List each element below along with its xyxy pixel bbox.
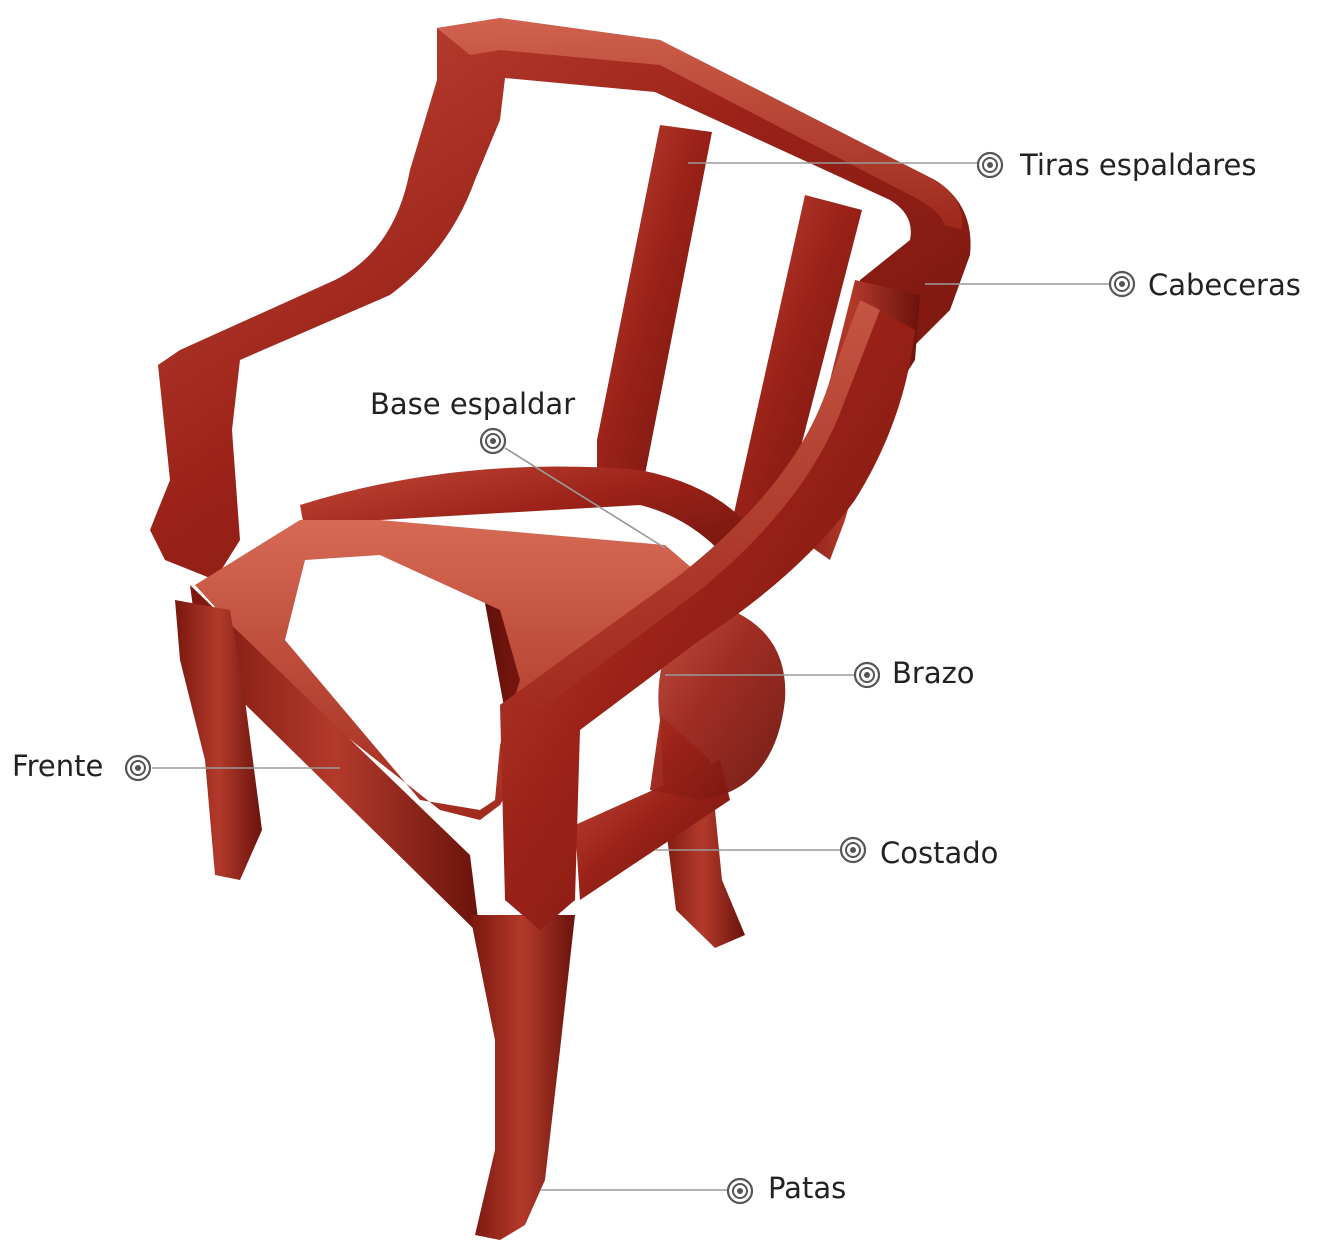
label-brazo: Brazo xyxy=(892,656,975,690)
marker-patas xyxy=(728,1179,752,1203)
label-frente: Frente xyxy=(12,749,103,783)
marker-base-espaldar xyxy=(481,429,505,453)
backrest-slat-left xyxy=(597,125,712,505)
marker-frente xyxy=(126,756,150,780)
label-patas: Patas xyxy=(768,1171,846,1205)
marker-tiras-espaldares xyxy=(978,153,1002,177)
label-tiras-espaldares: Tiras espaldares xyxy=(1019,148,1257,182)
crest-rail-top-face xyxy=(437,18,962,230)
front-leg-right xyxy=(470,915,575,1240)
marker-brazo xyxy=(855,663,879,687)
label-costado: Costado xyxy=(880,836,998,870)
chair-illustration xyxy=(150,18,971,1240)
label-cabeceras: Cabeceras xyxy=(1148,268,1301,302)
label-base-espaldar: Base espaldar xyxy=(370,387,575,421)
marker-cabeceras xyxy=(1110,272,1134,296)
marker-costado xyxy=(841,838,865,862)
